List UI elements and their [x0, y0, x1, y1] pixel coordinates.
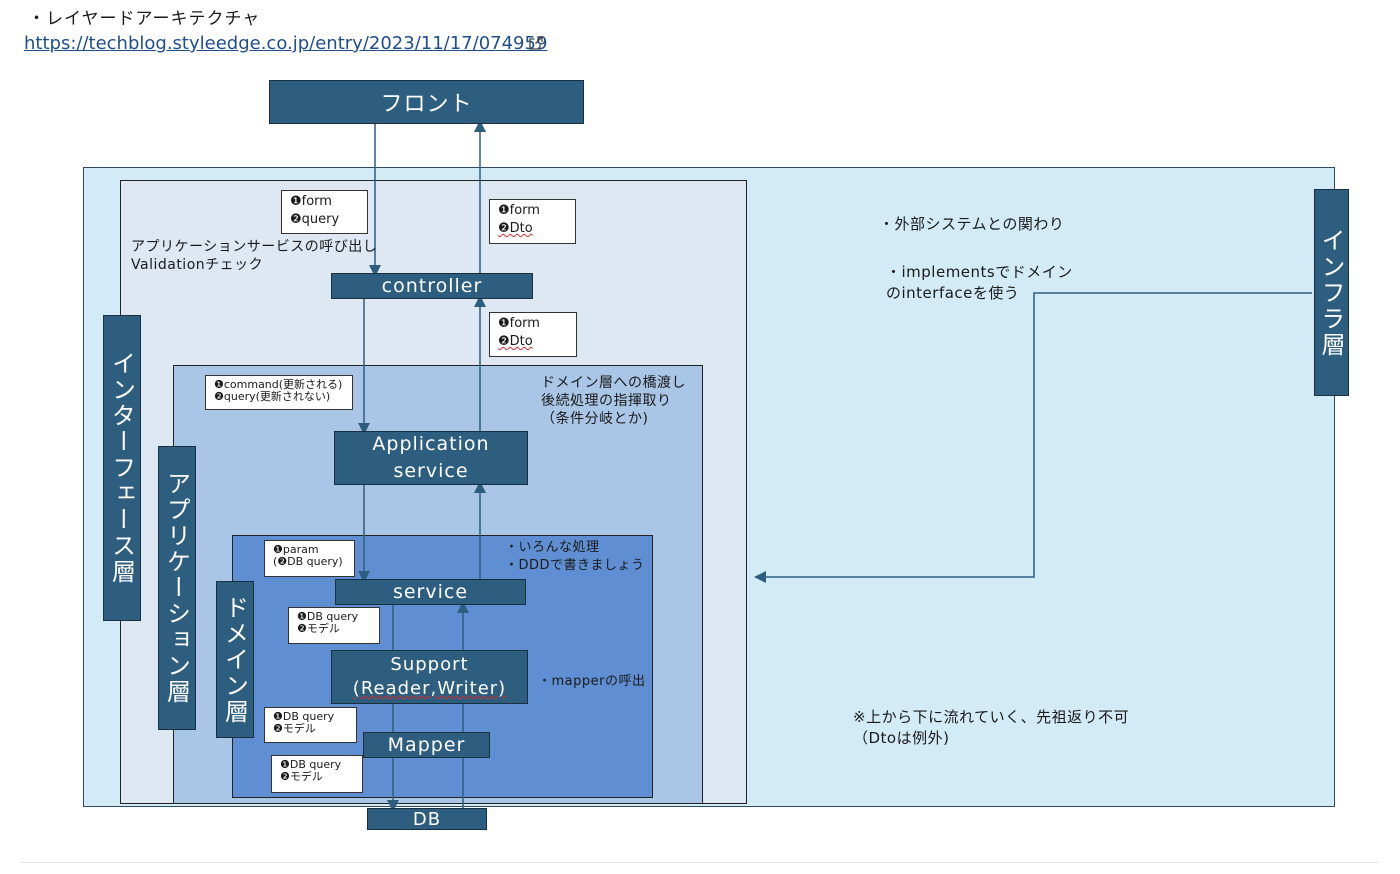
desc-line: ・いろんな処理: [505, 540, 600, 555]
note-line: ❶param: [273, 543, 319, 556]
domain-layer-description: ・いろんな処理 ・DDDで書きましょう: [505, 539, 645, 575]
note-line: ❷Dto: [498, 221, 533, 236]
note-service-to-support: ❶DB query ❷モデル: [288, 607, 380, 644]
note-line: ❶form: [290, 194, 332, 209]
desc-line: のinterfaceを使う: [886, 284, 1020, 302]
desc-line: （条件分岐とか): [541, 411, 649, 427]
page-title: ・レイヤードアーキテクチャ: [28, 9, 261, 29]
domain-layer-label: ドメイン層: [216, 581, 254, 738]
note-line: ❶DB query: [273, 710, 335, 723]
note-line: (❷DB query): [273, 555, 343, 568]
interface-layer-description: アプリケーションサービスの呼び出し Validationチェック: [131, 238, 377, 274]
support-box: Support (Reader,Writer): [331, 650, 528, 704]
note-line: ❷query(更新されない): [214, 390, 331, 403]
desc-line: ・DDDで書きましょう: [505, 558, 645, 573]
note-line: ❶DB query: [280, 758, 342, 771]
divider: [20, 862, 1378, 863]
desc-line: ドメイン層への橋渡し: [541, 375, 686, 391]
service-box: service: [335, 579, 526, 605]
db-box: DB: [367, 808, 487, 830]
application-layer-description: ドメイン層への橋渡し 後続処理の指揮取り （条件分岐とか): [541, 374, 686, 428]
desc-line: （Dtoは例外): [853, 729, 950, 747]
front-box: フロント: [269, 80, 584, 124]
infra-description-external: ・外部システムとの関わり: [879, 215, 1065, 233]
note-line: ❶form: [498, 316, 540, 331]
flow-rule-note: ※上から下に流れていく、先祖返り不可 （Dtoは例外): [853, 707, 1129, 749]
note-support-to-mapper: ❶DB query ❷モデル: [264, 707, 357, 743]
note-front-to-controller: ❶form ❷query: [281, 190, 368, 234]
application-layer-label: アプリケーション層: [158, 446, 196, 730]
desc-line: 後続処理の指揮取り: [541, 393, 672, 409]
note-app-to-controller: ❶form ❷Dto: [489, 312, 577, 357]
note-mapper-to-db: ❶DB query ❷モデル: [271, 755, 363, 793]
infra-description-implements: ・implementsでドメイン のinterfaceを使う: [886, 262, 1073, 304]
note-line: ❶command(更新される): [214, 378, 343, 391]
application-service-line2: service: [393, 460, 469, 482]
note-line: ❶DB query: [297, 610, 359, 623]
infra-layer-label: インフラ層: [1314, 189, 1349, 396]
desc-line: Validationチェック: [131, 257, 264, 273]
note-line: ❷モデル: [273, 722, 316, 735]
note-line: ❷query: [290, 212, 340, 227]
note-line: ❷Dto: [498, 334, 533, 349]
support-line2: (Reader,Writer): [352, 678, 507, 699]
interface-layer-label: インターフェース層: [103, 315, 141, 621]
article-link[interactable]: https://techblog.styleedge.co.jp/entry/2…: [24, 33, 548, 54]
support-line1: Support: [390, 654, 469, 675]
note-controller-to-app: ❶command(更新される) ❷query(更新されない): [205, 375, 353, 410]
note-controller-to-front: ❶form ❷Dto: [489, 199, 576, 244]
note-line: ❶form: [498, 203, 540, 218]
mapper-box: Mapper: [363, 732, 490, 758]
external-link-icon[interactable]: [529, 36, 543, 54]
note-line: ❷モデル: [297, 622, 340, 635]
controller-box: controller: [331, 273, 533, 299]
note-app-to-service: ❶param (❷DB query): [264, 540, 355, 577]
arrow-infra-to-domain: [754, 292, 1312, 583]
desc-line: ※上から下に流れていく、先祖返り不可: [853, 708, 1130, 726]
note-line: ❷モデル: [280, 770, 323, 783]
desc-line: ・implementsでドメイン: [886, 263, 1073, 281]
application-service-box: Application service: [334, 431, 528, 485]
application-service-line1: Application: [372, 433, 490, 455]
desc-line: アプリケーションサービスの呼び出し: [131, 239, 378, 255]
mapper-description: ・mapperの呼出: [538, 674, 646, 689]
